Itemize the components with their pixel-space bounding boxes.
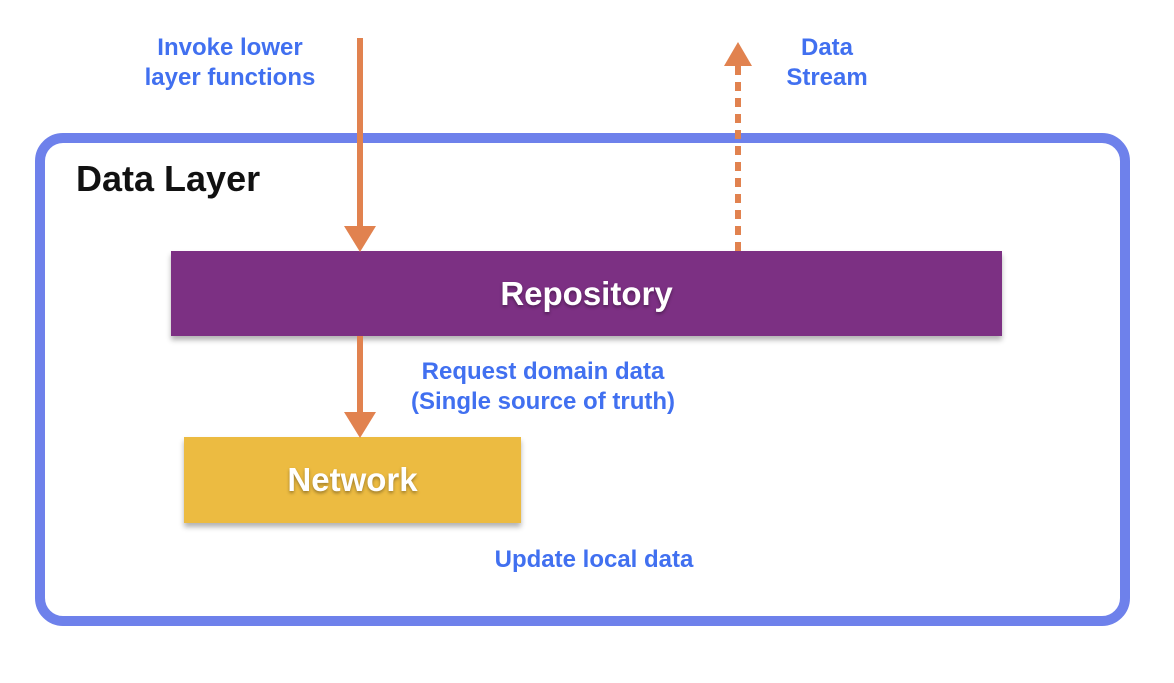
invoke-arrowhead-icon [344,226,376,252]
data-stream-arrowhead-icon [724,42,752,66]
request-domain-data-label: Request domain data (Single source of tr… [411,358,675,415]
data-layer-title: Data Layer [76,158,261,199]
request-arrowhead-icon [344,412,376,438]
request-arrow-line [357,336,363,414]
data-layer-container [35,133,1130,626]
data-stream-label: Data Stream [786,34,868,91]
invoke-label: Invoke lower layer functions [144,34,316,91]
network-label: Network [287,461,418,498]
update-local-data-label: Update local data [494,546,694,573]
repository-node: Repository [171,251,1002,336]
repository-label: Repository [500,274,673,312]
network-node: Network [184,437,521,523]
data-stream-arrow-line [735,66,741,251]
invoke-arrow-line [357,38,363,228]
